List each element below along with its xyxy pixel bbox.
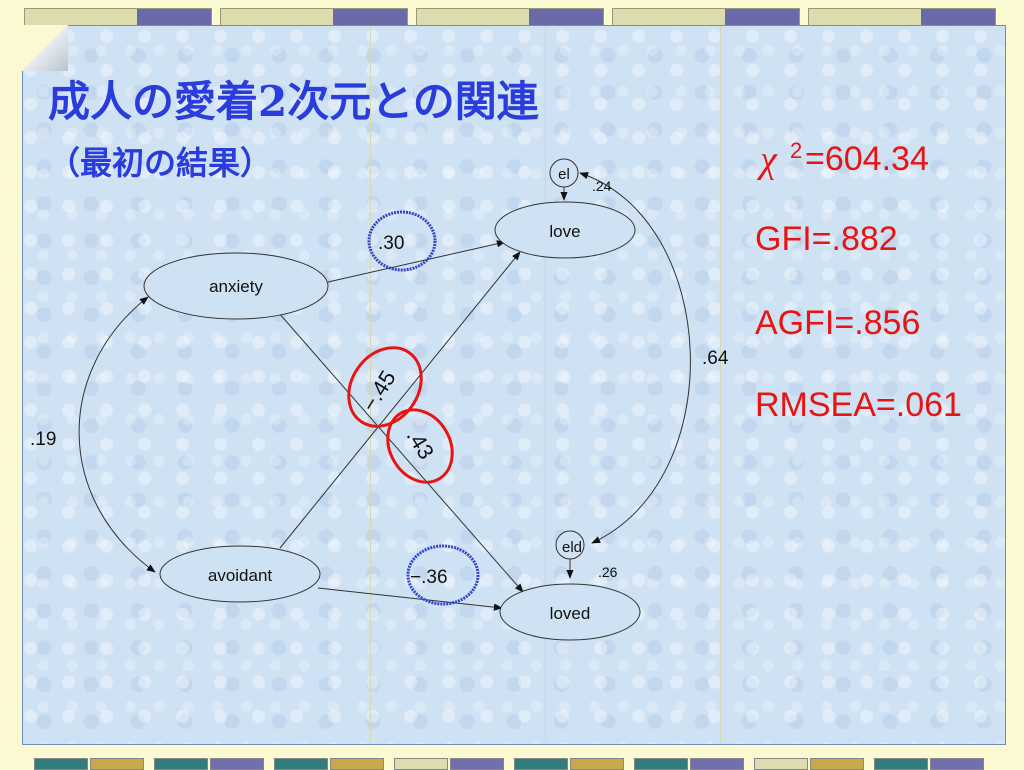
node-el [549, 158, 579, 188]
node-loved [499, 583, 641, 641]
slide-panel [22, 25, 1006, 745]
guide-line [545, 26, 546, 742]
agfi-value: AGFI=.856 [755, 304, 921, 342]
slide-subtitle: （最初の結果） [48, 144, 273, 182]
node-el-label: el [558, 166, 570, 183]
covariance-el-eld [579, 172, 691, 544]
node-eld [555, 530, 585, 560]
node-love [494, 201, 636, 259]
node-loved-label: loved [550, 604, 591, 623]
guide-line [370, 26, 371, 742]
chi-square-symbol: χ [760, 139, 777, 181]
node-avoidant [159, 545, 321, 603]
strip-segment [808, 8, 996, 28]
coef-el-eld-cov: .64 [702, 348, 729, 369]
chi-square-value: =604.34 [805, 140, 929, 178]
guide-line [720, 26, 721, 742]
slide-title: 成人の愛着2次元との関連 [48, 77, 539, 126]
chi-square-superscript: 2 [790, 138, 803, 163]
bottom-decorative-strip [0, 756, 1024, 770]
coef-anxiety-love: .30 [378, 233, 404, 254]
highlight-circle-036 [406, 544, 480, 606]
page-fold-corner [22, 25, 68, 71]
coef-avoidant-love: −.45 [357, 366, 401, 416]
variance-el: .24 [592, 178, 612, 194]
covariance-anxiety-avoidant [78, 296, 156, 573]
coef-avoidant-loved: −.36 [410, 567, 448, 588]
highlight-circle-030 [367, 210, 437, 272]
path-avoidant-loved [317, 587, 503, 611]
highlight-circle-043 [386, 408, 454, 484]
path-avoidant-love [279, 251, 521, 549]
variance-eld: .26 [598, 564, 618, 580]
node-eld-label: eld [562, 539, 582, 556]
path-anxiety-loved [277, 311, 524, 593]
node-anxiety-label: anxiety [209, 277, 263, 296]
rmsea-value: RMSEA=.061 [755, 386, 962, 424]
coef-anxiety-avoidant-cov: .19 [30, 429, 56, 450]
node-avoidant-label: avoidant [208, 566, 273, 585]
node-love-label: love [549, 222, 580, 241]
coef-anxiety-loved: .43 [402, 424, 439, 463]
highlight-circle-045 [347, 346, 423, 428]
gfi-value: GFI=.882 [755, 220, 898, 258]
node-anxiety [143, 252, 329, 320]
path-anxiety-love [327, 240, 506, 283]
